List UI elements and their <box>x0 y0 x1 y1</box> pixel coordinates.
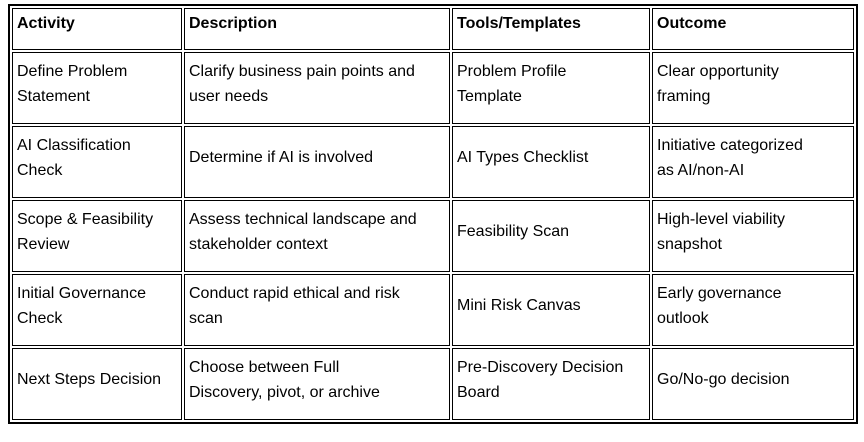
cell-tools: Mini Risk Canvas <box>452 274 650 346</box>
table-header-row: Activity Description Tools/Templates Out… <box>12 8 854 50</box>
cell-text: AI Classification Check <box>17 136 131 179</box>
cell-outcome: Initiative categorized as AI/non-AI <box>652 126 854 198</box>
header-label-tools-templates: Tools/Templates <box>457 14 581 32</box>
cell-text: Go/No-go decision <box>657 371 790 388</box>
table-row: Scope & Feasibility Review Assess techni… <box>12 200 854 272</box>
cell-activity: Next Steps Decision <box>12 348 182 420</box>
header-cell-activity: Activity <box>12 8 182 50</box>
cell-text: Mini Risk Canvas <box>457 297 581 314</box>
cell-text: Determine if AI is involved <box>189 149 374 166</box>
cell-description: Conduct rapid ethical and risk scan <box>184 274 450 346</box>
cell-activity: Define Problem Statement <box>12 52 182 124</box>
cell-text: Clarify business pain points and user ne… <box>189 62 415 105</box>
cell-text: Early governance outlook <box>657 284 782 327</box>
cell-text: Choose between Full Discovery, pivot, or… <box>189 358 380 401</box>
cell-text: Next Steps Decision <box>17 371 162 388</box>
header-label-description: Description <box>189 14 278 32</box>
cell-description: Assess technical landscape and stakehold… <box>184 200 450 272</box>
cell-text: Clear opportunity framing <box>657 62 779 105</box>
cell-text: Scope & Feasibility Review <box>17 210 154 253</box>
cell-text: AI Types Checklist <box>457 149 589 166</box>
cell-outcome: Go/No-go decision <box>652 348 854 420</box>
cell-text: High-level viability snapshot <box>657 210 786 253</box>
cell-tools: Feasibility Scan <box>452 200 650 272</box>
cell-outcome: Clear opportunity framing <box>652 52 854 124</box>
table-row: Initial Governance Check Conduct rapid e… <box>12 274 854 346</box>
pre-discovery-activities-table: Activity Description Tools/Templates Out… <box>8 4 858 424</box>
cell-text: Conduct rapid ethical and risk scan <box>189 284 400 327</box>
header-cell-outcome: Outcome <box>652 8 854 50</box>
cell-text: Pre-Discovery Decision Board <box>457 358 624 401</box>
cell-description: Choose between Full Discovery, pivot, or… <box>184 348 450 420</box>
cell-text: Initial Governance Check <box>17 284 146 327</box>
header-cell-tools-templates: Tools/Templates <box>452 8 650 50</box>
cell-tools: Pre-Discovery Decision Board <box>452 348 650 420</box>
cell-outcome: Early governance outlook <box>652 274 854 346</box>
cell-text: Initiative categorized as AI/non-AI <box>657 136 803 179</box>
table-row: Define Problem Statement Clarify busines… <box>12 52 854 124</box>
cell-description: Determine if AI is involved <box>184 126 450 198</box>
header-label-activity: Activity <box>17 14 75 32</box>
table-row: AI Classification Check Determine if AI … <box>12 126 854 198</box>
cell-text: Define Problem Statement <box>17 62 128 105</box>
cell-description: Clarify business pain points and user ne… <box>184 52 450 124</box>
cell-text: Feasibility Scan <box>457 223 570 240</box>
cell-text: Assess technical landscape and stakehold… <box>189 210 417 253</box>
header-cell-description: Description <box>184 8 450 50</box>
cell-activity: AI Classification Check <box>12 126 182 198</box>
header-label-outcome: Outcome <box>657 14 727 32</box>
cell-activity: Scope & Feasibility Review <box>12 200 182 272</box>
cell-activity: Initial Governance Check <box>12 274 182 346</box>
cell-text: Problem Profile Template <box>457 62 567 105</box>
cell-outcome: High-level viability snapshot <box>652 200 854 272</box>
cell-tools: Problem Profile Template <box>452 52 650 124</box>
cell-tools: AI Types Checklist <box>452 126 650 198</box>
table-row: Next Steps Decision Choose between Full … <box>12 348 854 420</box>
